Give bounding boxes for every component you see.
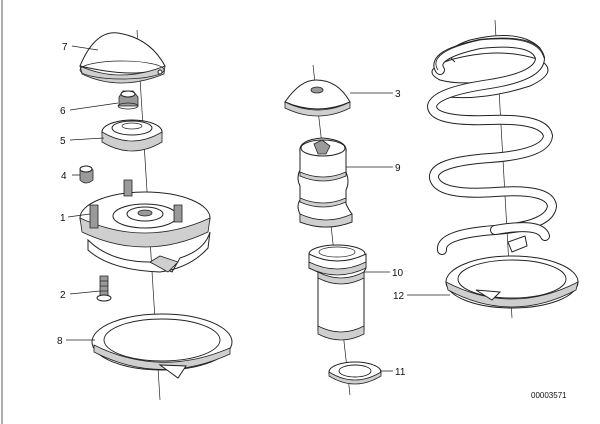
callout-10: 10 <box>392 268 404 279</box>
part-1-strut-mount <box>79 179 211 273</box>
callout-5: 5 <box>60 136 66 147</box>
part-3-upper-cup <box>284 79 351 117</box>
part-7-cap <box>79 32 166 84</box>
part-6-nut <box>117 90 139 110</box>
callout-6: 6 <box>60 106 66 117</box>
part-9-bump-stop <box>297 137 353 228</box>
callout-1: 1 <box>60 213 66 224</box>
part-5-bearing <box>101 119 163 152</box>
part-4-bushing <box>79 165 94 184</box>
callout-12: 12 <box>393 291 405 302</box>
callout-9: 9 <box>395 163 401 174</box>
callout-8: 8 <box>57 336 63 347</box>
part-12-spring-seat <box>445 255 579 309</box>
part-2-bolt <box>96 275 112 302</box>
leader-lines <box>66 45 450 372</box>
callout-4: 4 <box>61 171 67 182</box>
part-8-spring-pad <box>91 313 233 379</box>
diagram-reference-number: 00003571 <box>531 391 567 400</box>
callout-11: 11 <box>395 367 406 378</box>
callout-3: 3 <box>395 89 401 100</box>
part-10-protection-tube <box>308 244 367 341</box>
part-11-circlip <box>328 361 382 385</box>
callout-7: 7 <box>62 42 68 53</box>
callout-2: 2 <box>60 290 66 301</box>
part-coil-spring <box>426 35 558 255</box>
